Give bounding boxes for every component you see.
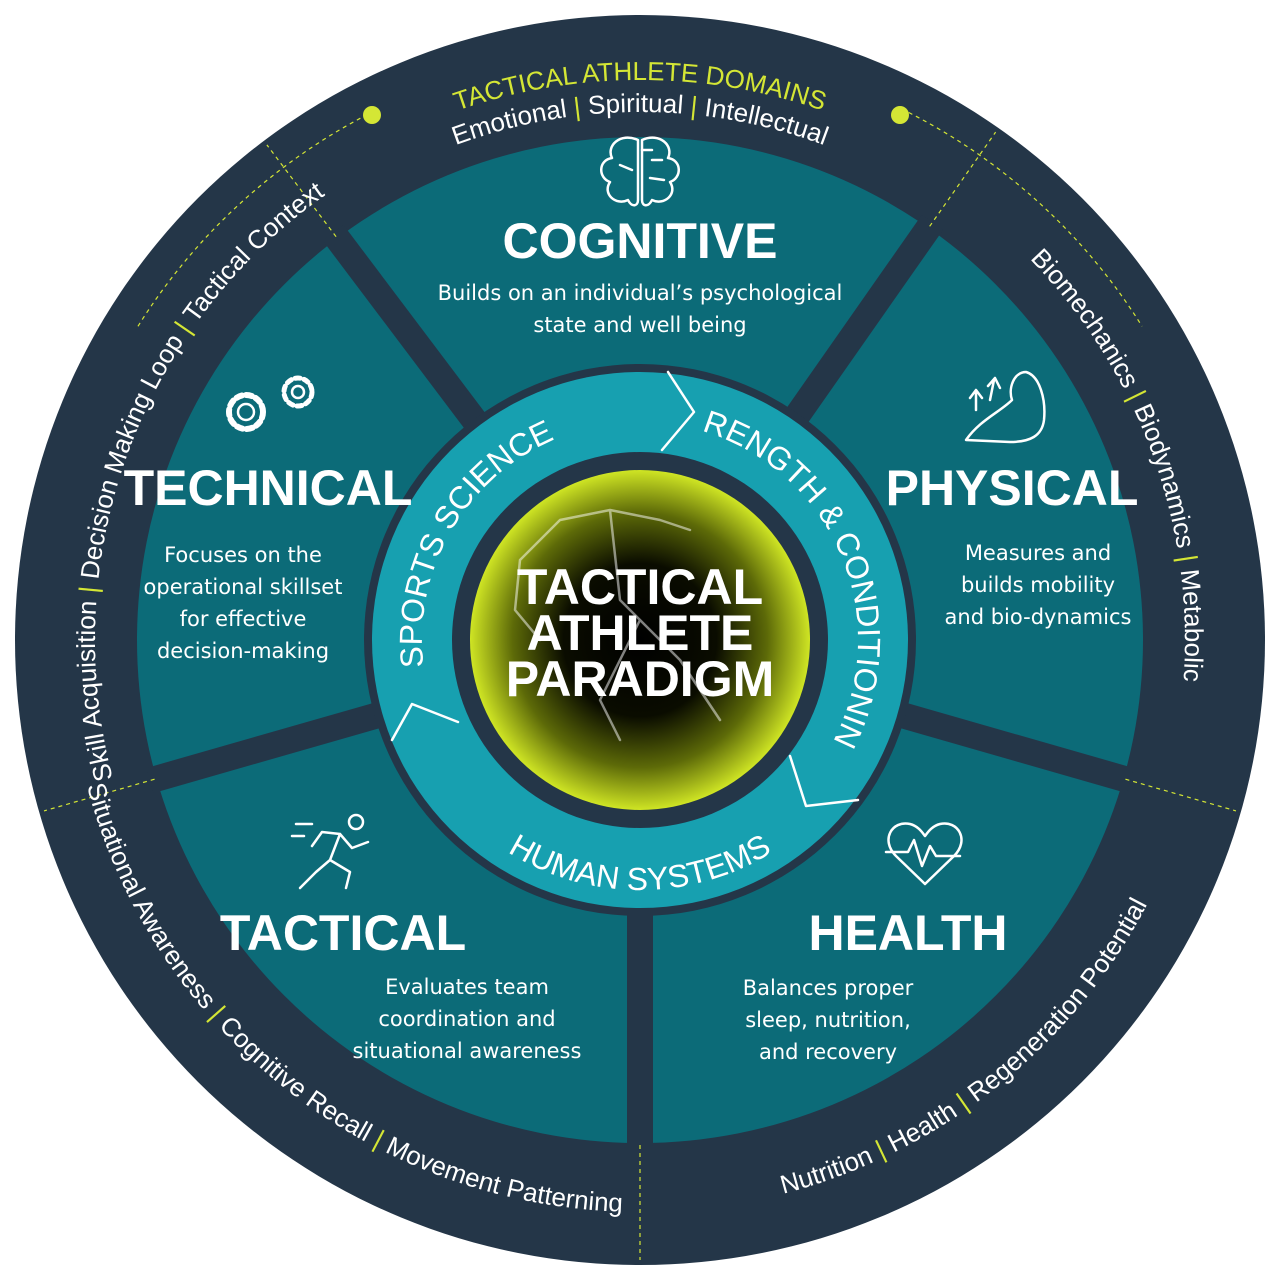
domain-title: HEALTH: [808, 905, 1007, 961]
dashed-divider: [266, 144, 337, 238]
dashed-arc: [137, 111, 372, 327]
brain-icon: [600, 136, 680, 207]
domain-desc: decision-making: [157, 639, 329, 663]
domain-desc: Balances proper: [743, 976, 914, 1000]
sector-divider: [778, 214, 944, 435]
domain-title: TACTICAL: [220, 905, 466, 961]
sector-dividers: [146, 214, 1134, 1150]
center-line: PARADIGM: [506, 651, 775, 707]
ring-arrow-left: [390, 702, 460, 742]
domain-desc: situational awareness: [353, 1039, 582, 1063]
flexed-arm-icon: [964, 370, 1046, 444]
domain-desc: and recovery: [759, 1040, 897, 1064]
domain-title: COGNITIVE: [502, 213, 777, 269]
center-label: TACTICAL ATHLETE PARADIGM: [506, 559, 775, 707]
accent-dot-left: [363, 106, 381, 124]
domain-desc: sleep, nutrition,: [745, 1008, 911, 1032]
domain-desc: for effective: [180, 607, 307, 631]
domain-desc: builds mobility: [961, 573, 1115, 597]
domain-desc: state and well being: [533, 313, 746, 337]
gears-icon: [226, 375, 315, 432]
domain-desc: operational skillset: [144, 575, 343, 599]
dashed-divider: [43, 778, 155, 812]
domain-desc: coordination and: [378, 1007, 555, 1031]
dashed-guides: [43, 111, 1237, 1260]
dashed-arc: [908, 111, 1143, 327]
runner-icon: [290, 813, 370, 890]
sector-divider: [322, 224, 494, 441]
domain-cognitive: COGNITIVE Builds on an individual’s psyc…: [438, 136, 843, 337]
domain-title: PHYSICAL: [886, 460, 1139, 516]
center-line: TACTICAL: [517, 559, 763, 615]
domain-health: HEALTH Balances proper sleep, nutrition,…: [743, 822, 1008, 1064]
sector-divider: [886, 699, 1134, 794]
domain-title: TECHNICAL: [124, 460, 413, 516]
dashed-divider: [1125, 778, 1237, 812]
heartbeat-icon: [884, 822, 963, 886]
domain-desc: Evaluates team: [385, 975, 549, 999]
sector-divider: [146, 699, 394, 794]
ring-arrow-top: [660, 370, 696, 452]
core-circle: [470, 470, 810, 810]
domain-tactical: TACTICAL Evaluates team coordination and…: [220, 813, 582, 1063]
domain-desc: and bio-dynamics: [945, 605, 1132, 629]
ring-arrow-right: [788, 754, 860, 808]
domain-desc: Focuses on the: [164, 543, 322, 567]
domain-physical: PHYSICAL Measures and builds mobility an…: [886, 370, 1139, 629]
athlete-wireframe: [513, 508, 722, 742]
dashed-divider: [929, 131, 997, 227]
domain-technical: TECHNICAL Focuses on the operational ski…: [124, 375, 413, 663]
domain-desc: Builds on an individual’s psychological: [438, 281, 843, 305]
domain-desc: Measures and: [965, 541, 1111, 565]
accent-dot-right: [891, 106, 909, 124]
center-line: ATHLETE: [527, 605, 754, 661]
